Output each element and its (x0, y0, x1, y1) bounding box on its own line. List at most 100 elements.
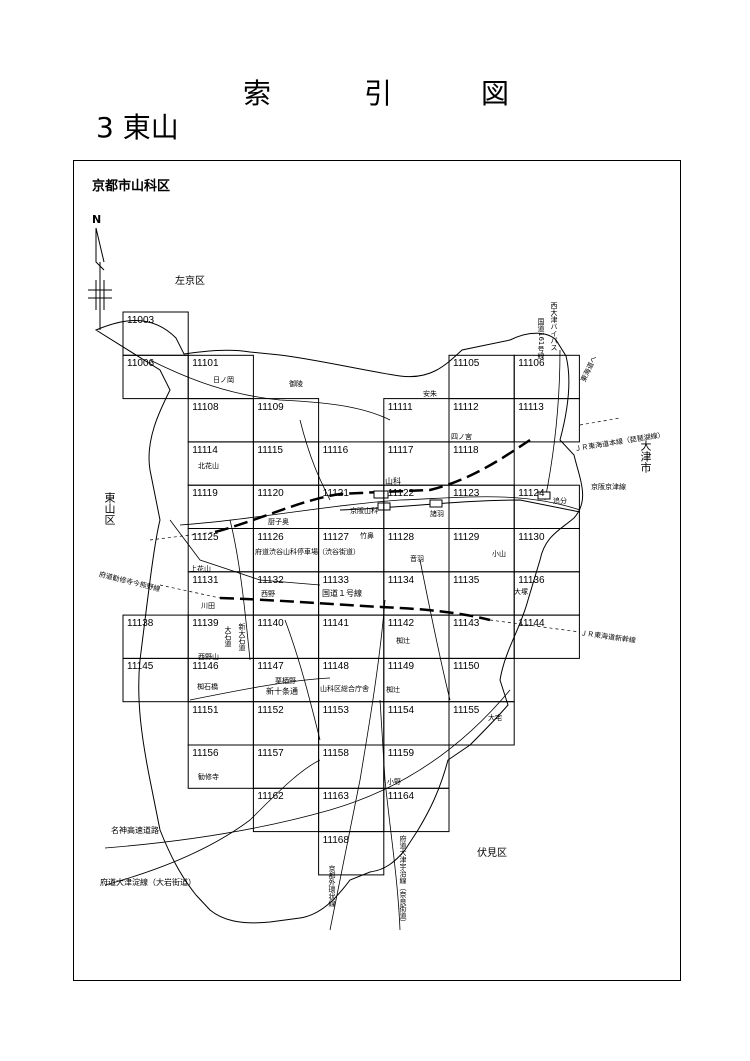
label-otsuka: 大塚 (514, 588, 528, 596)
label-meishin: 名神高速道路 (111, 826, 159, 835)
cell-label: 11147 (257, 661, 284, 673)
label-nishino: 西野 (261, 590, 275, 598)
cell-label: 11139 (192, 618, 219, 630)
label-oiwake: 追分 (553, 497, 567, 505)
cell-label: 11162 (257, 791, 284, 803)
cell-label: 11123 (453, 488, 480, 500)
label-anshu: 安朱 (423, 390, 437, 398)
label-keihan-keishin: 京阪京津線 (591, 483, 626, 491)
road-otsu-yodo (104, 759, 321, 886)
road-meishin (104, 689, 511, 849)
region-title: 京都市山科区 (92, 179, 171, 194)
label-fushimi: 伏見区 (477, 848, 507, 859)
railways (149, 417, 621, 633)
cell-label: 11146 (192, 661, 219, 673)
cell-label: 11168 (322, 834, 349, 846)
cell-label: 11128 (387, 531, 415, 543)
label-sakyo: 左京区 (175, 276, 205, 287)
label-misasagi: 御陵 (289, 380, 303, 388)
label-kawata: 川田 (201, 602, 215, 610)
grid-cell (383, 787, 450, 833)
cell-label: 11101 (192, 358, 219, 370)
ward-boundary (94, 320, 584, 924)
label-ono: 小野 (387, 778, 401, 786)
station-yamashina (373, 490, 389, 499)
label-route-shibutani: 府道渋谷山科停車場（渋谷街道） (255, 548, 360, 556)
cell-label: 11114 (192, 444, 218, 456)
road-shinjujo (189, 677, 331, 701)
label-zushioku: 厨子奥 (268, 518, 289, 526)
cell-label: 11163 (322, 791, 349, 803)
label-tsuishi-bridge: 椥石橋 (197, 683, 218, 691)
cell-label: 11151 (192, 704, 219, 716)
title-char-1: 索 (243, 77, 272, 110)
label-otsu-uji: 府道大津宇治線（奈良街道） (399, 835, 407, 926)
cell-label: 11135 (453, 574, 480, 586)
label-kamikazan: 上花山 (190, 565, 211, 573)
cell-label: 11130 (518, 531, 545, 543)
north-label: N (92, 213, 102, 226)
road-otsu-uji (379, 699, 401, 931)
road-gaikan (329, 599, 386, 931)
label-kitakazan: 北花山 (198, 462, 219, 470)
cell-label: 11003 (127, 315, 155, 326)
cell-label: 11109 (257, 401, 284, 413)
label-route161: 国道161号線 (537, 318, 545, 360)
grid-cell (448, 701, 515, 746)
label-kanshuji: 勧修寺 (198, 773, 219, 781)
cell-label: 11149 (387, 661, 415, 673)
road-minor-1 (229, 519, 251, 661)
cell-label: 11153 (322, 704, 349, 716)
label-koyama: 小山 (492, 550, 506, 558)
label-otsu: 大津市 (639, 440, 652, 473)
cell-label: 11115 (257, 444, 283, 456)
cell-label: 11144 (518, 618, 545, 630)
cell-label: 11106 (518, 358, 545, 370)
station-oiwake (537, 491, 551, 500)
cell-label: 11006 (127, 358, 155, 370)
road-nishiotsu (544, 349, 561, 501)
label-oyake: 大宅 (488, 714, 502, 722)
cell-label: 11111 (387, 401, 413, 413)
label-shinomiya: 四ノ宮 (451, 433, 472, 441)
cell-label: 11152 (257, 704, 284, 716)
cell-label: 11126 (257, 531, 284, 543)
cell-label: 11157 (257, 748, 284, 759)
grid-cell (513, 398, 580, 443)
rail-jr-tokaido (214, 438, 531, 534)
label-morokazu: 諸羽 (430, 510, 444, 518)
cell-label: 11154 (387, 704, 415, 716)
rail-extension-dashed-3 (159, 584, 221, 599)
label-nagi: 椥辻 (396, 637, 410, 645)
cell-label: 11142 (387, 618, 415, 630)
cell-label: 11133 (322, 574, 349, 586)
label-higashiyama: 東山区 (103, 492, 116, 525)
road-minor-2 (419, 559, 451, 701)
cell-label: 11113 (518, 401, 544, 413)
label-ward-office: 山科区総合庁舎 (320, 685, 369, 693)
page-subtitle: 3 東山 (96, 111, 179, 144)
title-char-2: 引 (364, 77, 393, 110)
label-keihan-yamashina: 京阪山科 (350, 507, 378, 515)
map-frame (73, 160, 681, 981)
road-minor-3 (284, 619, 321, 741)
label-shinjujo: 新十条通 (266, 687, 298, 696)
cell-label: 11129 (453, 531, 480, 543)
road-misasagi (149, 359, 391, 421)
label-tsuishi: 椥辻 (386, 686, 400, 694)
cell-label: 11138 (127, 618, 154, 630)
label-oishi2: 大石道 (224, 626, 232, 647)
label-kuruso: 栗栖野 (275, 677, 296, 685)
cell-label: 11140 (257, 618, 284, 630)
rail-extension-dashed-4 (149, 531, 216, 541)
cell-label: 11164 (387, 791, 415, 803)
cell-label: 11118 (453, 444, 479, 456)
cell-label: 11112 (453, 401, 479, 413)
label-otowa: 音羽 (410, 555, 424, 563)
label-nishinoyama: 西野山 (198, 653, 219, 661)
label-gaikan: 京都外環状線 (328, 865, 336, 907)
cell-label: 11120 (257, 488, 284, 500)
grid-cell (318, 831, 385, 876)
road-shibutani (169, 519, 321, 586)
cell-label: 11116 (322, 444, 349, 456)
